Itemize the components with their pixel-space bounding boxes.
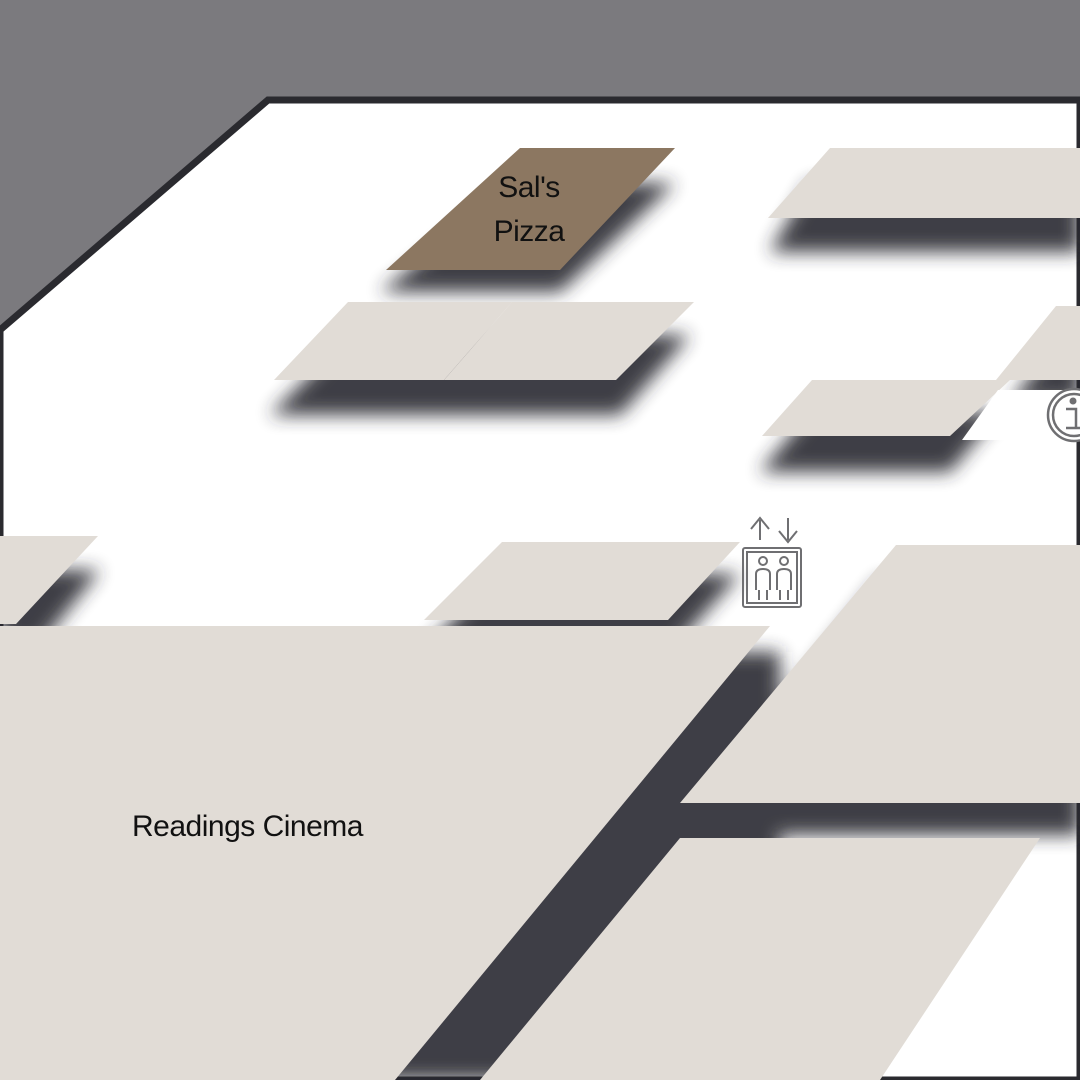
store-label-line: Sal's bbox=[498, 171, 560, 204]
store-label-line: Pizza bbox=[493, 215, 565, 248]
store-label-sals-pizza: Sal's Pizza bbox=[470, 166, 588, 254]
store-unit[interactable] bbox=[0, 536, 98, 624]
store-unit[interactable] bbox=[768, 148, 1080, 218]
store-unit[interactable] bbox=[444, 302, 694, 380]
store-unit[interactable] bbox=[274, 302, 512, 380]
store-unit[interactable] bbox=[424, 542, 740, 620]
store-unit[interactable] bbox=[680, 545, 1080, 803]
store-label-readings-cinema: Readings Cinema bbox=[132, 810, 363, 843]
store-sals-pizza[interactable] bbox=[386, 148, 675, 270]
store-unit[interactable] bbox=[996, 306, 1080, 380]
store-readings-cinema[interactable] bbox=[0, 626, 770, 1080]
elevator-icon[interactable] bbox=[742, 516, 802, 608]
store-unit[interactable] bbox=[480, 838, 1040, 1080]
store-unit[interactable] bbox=[762, 380, 1010, 436]
info-icon[interactable] bbox=[1046, 387, 1080, 443]
